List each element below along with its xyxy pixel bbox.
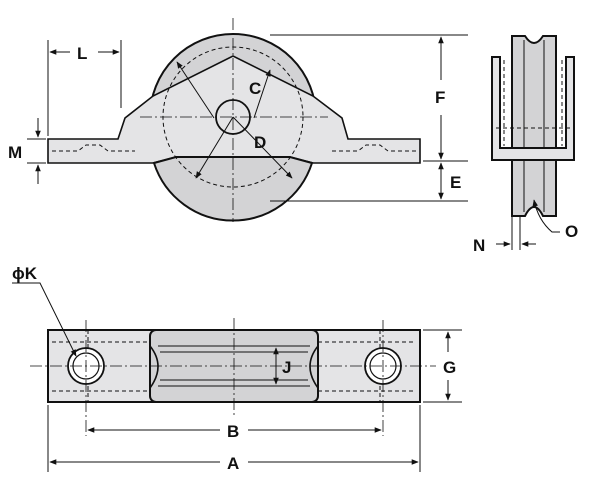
label-l: L [77, 44, 87, 63]
side-view: N O [473, 35, 578, 255]
label-k: ϕK [12, 264, 38, 283]
label-j: J [282, 358, 291, 377]
side-wheel-profile [511, 35, 557, 217]
top-wheel-left-curve [149, 345, 159, 389]
dim-d-arrow-end [232, 116, 293, 179]
front-view: L M C D F E [8, 18, 468, 222]
label-o: O [565, 222, 578, 241]
label-a: A [227, 454, 239, 473]
label-b: B [227, 422, 239, 441]
flange-dashed-right [332, 144, 416, 152]
dim-o-leader [532, 199, 560, 233]
top-wheel-right-curve [309, 345, 319, 389]
dim-d-arrow [195, 116, 234, 179]
dim-c-arrow [176, 61, 215, 119]
flange-dashed-left [52, 144, 135, 152]
top-view: ϕK J G B A [12, 264, 462, 473]
label-g: G [443, 358, 456, 377]
side-bracket [491, 56, 575, 161]
label-m: M [8, 143, 22, 162]
label-e: E [450, 173, 461, 192]
dim-k-leader [12, 282, 77, 357]
label-n: N [473, 236, 485, 255]
dim-c-arrow-end [253, 69, 271, 119]
label-f: F [435, 88, 445, 107]
label-c: C [249, 79, 261, 98]
label-d: D [254, 133, 266, 152]
